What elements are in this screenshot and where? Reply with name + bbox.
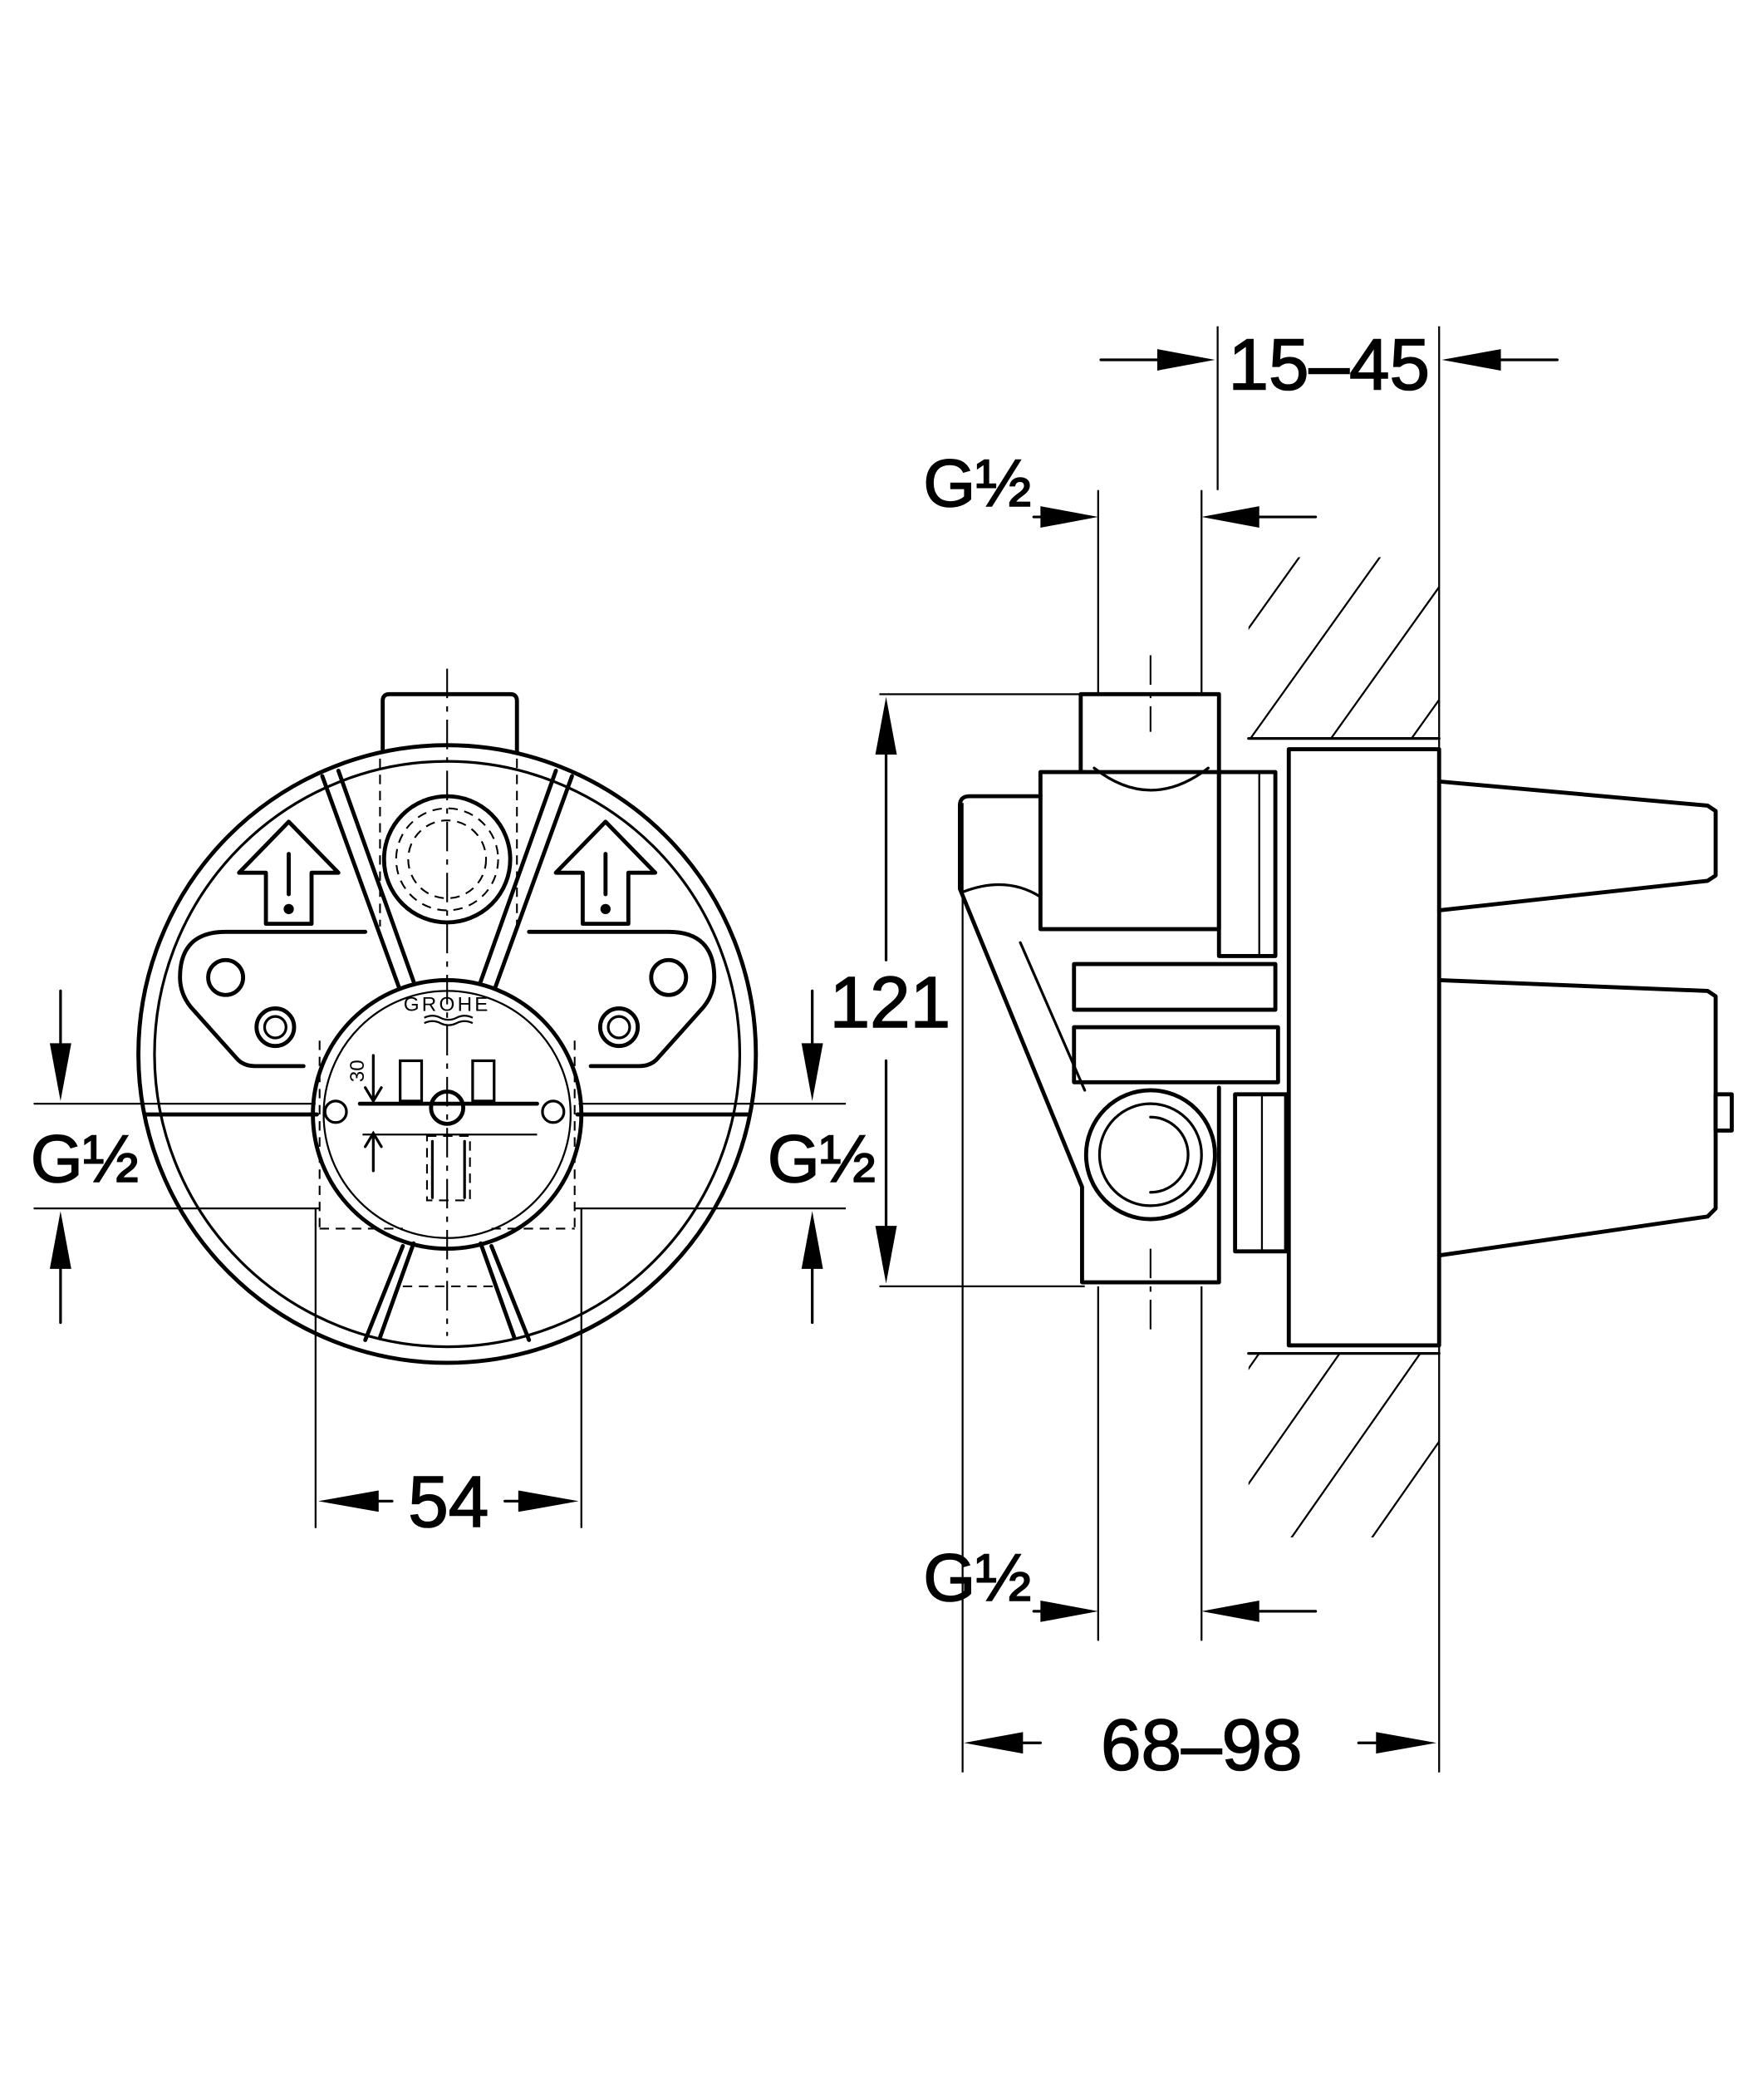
bottom-outlet-arrow-left: [1040, 1600, 1098, 1622]
mounting-plate-left: [178, 929, 368, 1069]
screw-left-inner: [263, 1015, 287, 1040]
depth-arrow-right: [1376, 1732, 1436, 1754]
stop-left: [399, 1059, 424, 1103]
tab-hidden-lines: [379, 758, 518, 927]
thread-inner: [407, 819, 488, 899]
width-arrow-left: [318, 1490, 379, 1512]
wall-hatch-bottom: [1248, 1353, 1440, 1538]
inner-ring: [153, 760, 742, 1349]
inlet-right-arrow-down: [801, 1043, 823, 1101]
wall-hatch-top: [1248, 557, 1440, 739]
top-outlet-extension: [1097, 489, 1203, 695]
angle-label: 30: [346, 1060, 369, 1082]
mount-hole-left: [206, 957, 246, 997]
stop-right: [471, 1059, 496, 1103]
width-arrow-right: [518, 1490, 579, 1512]
hub-inner: [322, 990, 572, 1239]
inlet-left-arrow-down: [49, 1043, 71, 1101]
screw-left-outer: [254, 1006, 297, 1049]
cover-plate: [1286, 747, 1441, 1348]
hub-screw-right: [541, 1099, 566, 1124]
height-extension-lines: [879, 693, 1085, 1287]
inlet-left-arrow-up: [49, 1211, 71, 1269]
arrow-up-left-icon: [237, 819, 341, 927]
wall-depth-label: 15–45: [1228, 325, 1430, 406]
spindle-center: [429, 1089, 466, 1126]
threaded-outlet: [381, 794, 513, 925]
body-inner-profile: [962, 883, 1087, 1092]
upper-wedge: [320, 769, 574, 989]
bottom-inlet-outer: [1083, 1088, 1217, 1222]
side-view: 15–45 G½ 121: [829, 324, 1734, 1786]
thread-outer: [395, 807, 499, 912]
top-outlet-arrow-left: [1040, 506, 1098, 528]
arrow-up-right-icon: [553, 819, 658, 927]
top-outlet-arrow-right: [1201, 506, 1259, 528]
main-body-outline: [957, 794, 1221, 1285]
screw-right-inner: [606, 1015, 631, 1040]
screw-right-outer: [597, 1006, 641, 1049]
width-dimension-label: 54: [408, 1462, 489, 1542]
top-tab: [381, 691, 519, 755]
exclamation-dot-right: [600, 903, 611, 914]
spindle-body: [430, 1139, 466, 1199]
wall-depth-arrow-left: [1156, 349, 1215, 371]
bottom-inlet-mid: [1097, 1102, 1203, 1207]
panel-lower: [1233, 1092, 1289, 1254]
handle-knob: [1713, 1092, 1734, 1133]
bottom-outlet-label: G½: [923, 1541, 1031, 1616]
height-arrow-top: [875, 696, 897, 755]
hub-screw-left: [323, 1099, 348, 1124]
top-outlet-stub: [1078, 691, 1221, 775]
mount-hole-right: [649, 957, 689, 997]
inlet-right-arrow-up: [801, 1211, 823, 1269]
body-bar-upper: [1072, 961, 1278, 1012]
width-extension-lines: [314, 1208, 582, 1528]
height-label: 121: [830, 962, 951, 1043]
depth-label: 68–98: [1101, 1705, 1303, 1786]
angle-marker: [364, 1054, 383, 1173]
mounting-plate-right: [527, 929, 717, 1069]
inlet-left-label: G½: [31, 1122, 139, 1197]
upper-body: [1038, 770, 1221, 932]
bottom-outlet-arrow-right: [1201, 1600, 1259, 1622]
handle-upper: [1436, 779, 1718, 912]
front-view: GROHE 30 54 G½ G½: [30, 668, 876, 1543]
exclamation-dot-left: [283, 903, 294, 914]
outer-ring: [136, 743, 759, 1365]
inlet-right-label: G½: [768, 1122, 876, 1197]
hub-outer: [311, 978, 584, 1252]
depth-arrow-left: [964, 1732, 1024, 1754]
panel-upper: [1216, 770, 1278, 958]
stub-curve: [1092, 766, 1210, 792]
handle-lower: [1436, 978, 1718, 1258]
bottom-inlet-inner: [1149, 1115, 1190, 1194]
wall-depth-arrow-right: [1441, 349, 1501, 371]
top-outlet-label: G½: [923, 446, 1031, 521]
grohe-logo: GROHE: [404, 994, 491, 1016]
logo-waves: [424, 1015, 474, 1026]
height-arrow-bottom: [875, 1226, 897, 1284]
wall-extension-lines: [1216, 326, 1441, 1773]
bottom-outlet-extension: [1097, 1286, 1203, 1641]
body-bar-lower: [1072, 1025, 1280, 1084]
lower-wedge: [363, 1241, 532, 1342]
